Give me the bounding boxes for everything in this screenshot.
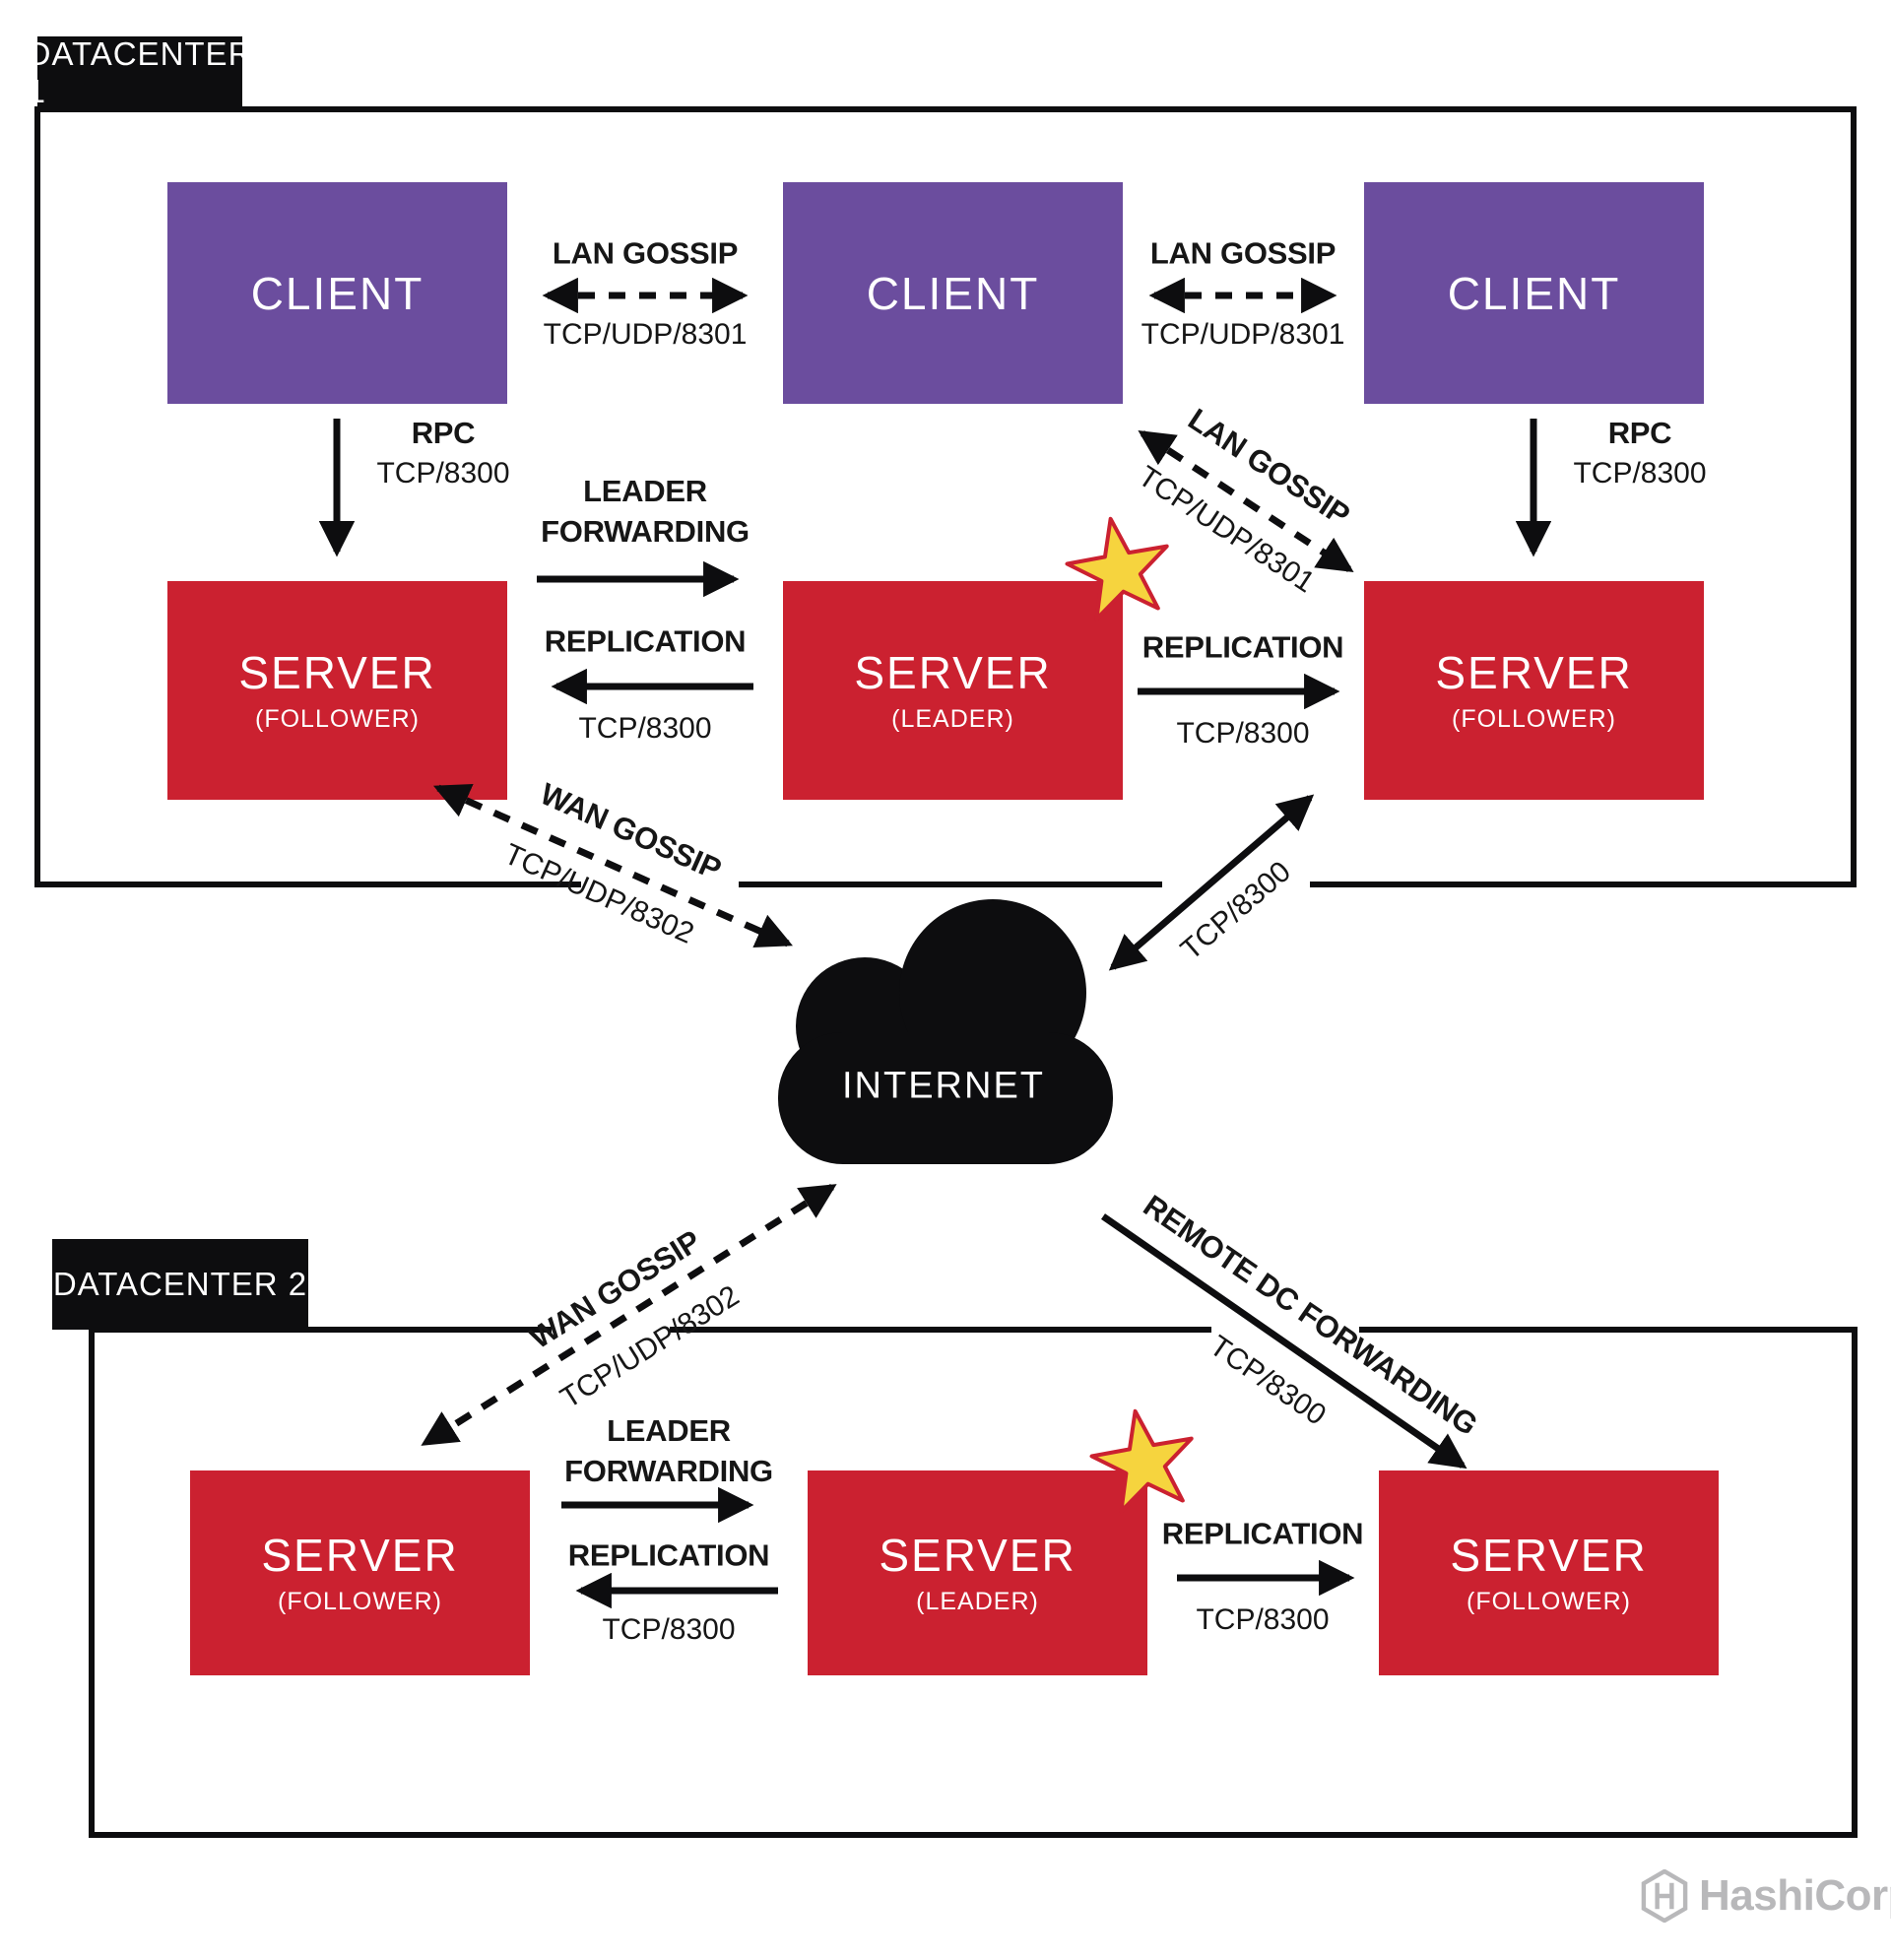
rpc-2-name: RPC xyxy=(1607,415,1672,450)
forwarding-line: FORWARDING xyxy=(564,1454,773,1488)
datacenter2-label: DATACENTER 2 xyxy=(52,1266,308,1302)
hashicorp-wordmark: HashiCorp xyxy=(1699,1871,1891,1920)
leader-line: LEADER xyxy=(607,1413,731,1449)
rpc-1-name: RPC xyxy=(411,415,476,450)
internet-link-port: TCP/8300 xyxy=(1174,855,1297,967)
dc2-server-leader: SERVER (LEADER) xyxy=(808,1470,1147,1675)
dc2-replication-right-label: REPLICATION xyxy=(1161,1516,1364,1551)
lan-gossip-1-label: LAN GOSSIP xyxy=(552,235,739,271)
server-label: SERVER xyxy=(854,646,1052,698)
server-label: SERVER xyxy=(1435,646,1633,698)
client-node-2: CLIENT xyxy=(783,182,1123,404)
rpc-1-port: TCP/8300 xyxy=(376,456,510,490)
datacenter2-tab: DATACENTER 2 xyxy=(52,1239,308,1330)
server-label: SERVER xyxy=(261,1529,459,1581)
dc2-leader-forwarding-label: LEADER FORWARDING xyxy=(564,1411,773,1492)
server-role: (FOLLOWER) xyxy=(255,704,420,733)
dc1-replication-right-label: REPLICATION xyxy=(1141,629,1344,665)
forwarding-line: FORWARDING xyxy=(541,514,750,549)
internet-cloud-icon xyxy=(778,899,1113,1164)
server-role: (FOLLOWER) xyxy=(1467,1587,1631,1615)
client-label: CLIENT xyxy=(866,267,1040,319)
rpc-1-label: RPC TCP/8300 xyxy=(376,414,509,493)
server-role: (FOLLOWER) xyxy=(278,1587,442,1615)
hashicorp-logo-icon xyxy=(1641,1869,1688,1923)
dc1-leader-forwarding-label: LEADER FORWARDING xyxy=(541,472,750,553)
dc2-replication-left-port: TCP/8300 xyxy=(602,1613,736,1647)
datacenter1-tab: DATACENTER 1 xyxy=(28,35,251,109)
rpc-2-label: RPC TCP/8300 xyxy=(1573,414,1706,493)
dc2-server-follower-2: SERVER (FOLLOWER) xyxy=(1379,1470,1719,1675)
client-node-3: CLIENT xyxy=(1364,182,1704,404)
hashicorp-branding: HashiCorp xyxy=(1640,1869,1891,1923)
client-label: CLIENT xyxy=(250,267,424,319)
server-label: SERVER xyxy=(1450,1529,1648,1581)
leader-line: LEADER xyxy=(583,474,707,509)
wan-gossip-arrow-2 xyxy=(421,1184,837,1446)
dc2-replication-right-port: TCP/8300 xyxy=(1196,1603,1330,1637)
lan-gossip-2-label: LAN GOSSIP xyxy=(1149,235,1337,271)
dc1-server-follower-2: SERVER (FOLLOWER) xyxy=(1364,581,1704,800)
client-node-1: CLIENT xyxy=(167,182,507,404)
lan-gossip-1-port: TCP/UDP/8301 xyxy=(543,318,748,352)
dc1-server-leader: SERVER (LEADER) xyxy=(783,581,1123,800)
dc1-server-follower-1: SERVER (FOLLOWER) xyxy=(167,581,507,800)
dc1-replication-left-port: TCP/8300 xyxy=(578,712,712,746)
dc2-server-follower-1: SERVER (FOLLOWER) xyxy=(190,1470,530,1675)
server-role: (LEADER) xyxy=(916,1587,1039,1615)
server-role: (LEADER) xyxy=(891,704,1014,733)
client-label: CLIENT xyxy=(1447,267,1621,319)
internet-label: INTERNET xyxy=(842,1065,1045,1107)
datacenter1-label: DATACENTER 1 xyxy=(27,35,253,109)
dc1-replication-left-label: REPLICATION xyxy=(544,623,747,659)
lan-gossip-2-port: TCP/UDP/8301 xyxy=(1141,318,1345,352)
server-role: (FOLLOWER) xyxy=(1452,704,1616,733)
server-label: SERVER xyxy=(879,1529,1076,1581)
remote-dc-forwarding-arrow xyxy=(1101,1213,1467,1470)
dc1-replication-right-port: TCP/8300 xyxy=(1176,717,1310,751)
server-label: SERVER xyxy=(238,646,436,698)
rpc-2-port: TCP/8300 xyxy=(1573,456,1707,490)
dc2-replication-left-label: REPLICATION xyxy=(567,1537,770,1573)
